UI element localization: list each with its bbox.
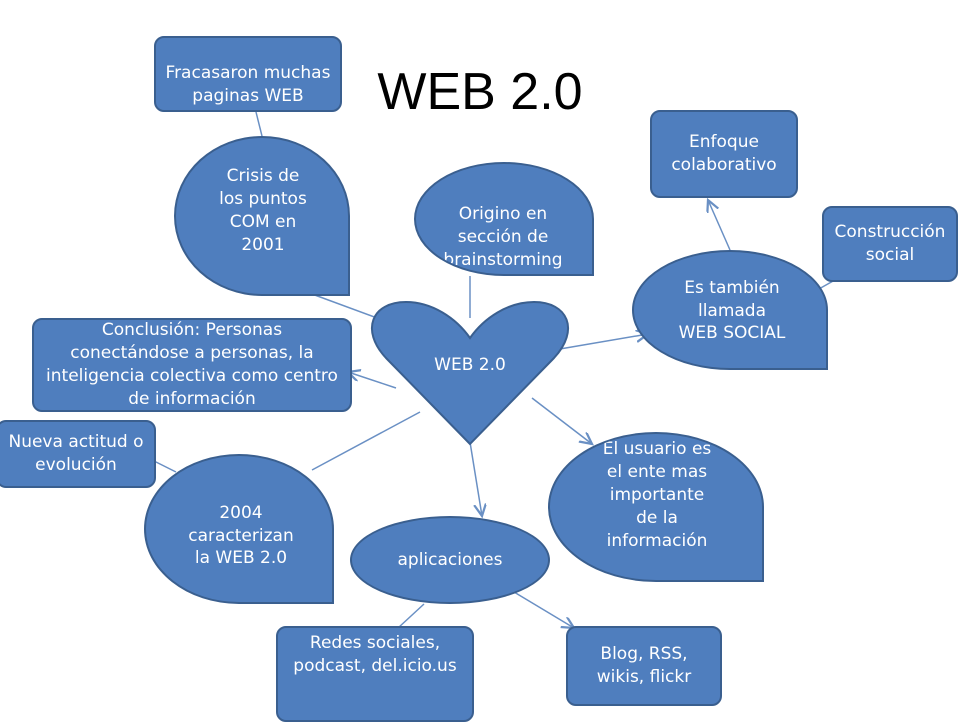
node-usuario: El usuario es el ente mas importante de …: [548, 432, 764, 582]
node-nueva: Nueva actitud o evolución: [0, 420, 156, 488]
node-nueva-text: Nueva actitud o evolución: [8, 432, 144, 475]
connector-heart-tambien: [553, 334, 648, 351]
node-fracasaron: Fracasaron muchas paginas WEB: [154, 36, 342, 112]
node-caracterizan: 2004 caracterizan la WEB 2.0: [144, 454, 334, 604]
node-blog: Blog, RSS, wikis, flickr: [566, 626, 722, 706]
node-conclusion: Conclusión: Personas conectándose a pers…: [32, 318, 352, 412]
node-caracterizan-text: 2004 caracterizan la WEB 2.0: [188, 502, 294, 569]
connector-heart-usuario: [531, 397, 592, 444]
connector-aplicaciones-redes: [397, 603, 425, 629]
node-enfoque: Enfoque colaborativo: [650, 110, 798, 198]
node-tambien: Es también llamada WEB SOCIAL: [632, 250, 828, 370]
connector-heart-caracterizan: [311, 411, 421, 471]
node-crisis: Crisis de los puntos COM en 2001: [174, 136, 350, 296]
node-origino: Origino en sección de brainstorming: [414, 162, 594, 276]
node-aplicaciones-text: aplicaciones: [397, 549, 503, 570]
node-aplicaciones: aplicaciones: [350, 516, 550, 604]
node-enfoque-text: Enfoque colaborativo: [671, 132, 777, 175]
connector-tambien-enfoque: [708, 200, 731, 251]
node-redes: Redes sociales, podcast, del.icio.us: [276, 626, 474, 722]
heart-label: WEB 2.0: [404, 340, 536, 390]
connector-heart-conclusion: [348, 372, 397, 389]
node-fracasaron-text: Fracasaron muchas paginas WEB: [165, 63, 331, 107]
node-construccion: Construcción social: [822, 206, 958, 282]
connector-caracterizan-nueva: [151, 459, 177, 473]
node-redes-text: Redes sociales, podcast, del.icio.us: [293, 633, 457, 676]
node-conclusion-text: Conclusión: Personas conectándose a pers…: [46, 320, 338, 409]
node-crisis-text: Crisis de los puntos COM en 2001: [219, 166, 307, 255]
connector-aplicaciones-blog: [513, 591, 574, 628]
node-construccion-text: Construcción social: [834, 222, 946, 265]
heart-shape: [370, 300, 570, 446]
connector-heart-aplicaciones: [469, 441, 482, 516]
node-usuario-text: El usuario es el ente mas importante de …: [602, 439, 712, 551]
node-blog-text: Blog, RSS, wikis, flickr: [596, 644, 692, 687]
connector-crisis-fracasaron: [255, 111, 263, 137]
heart-text: WEB 2.0: [434, 354, 506, 375]
page-title: WEB 2.0: [377, 63, 583, 121]
node-origino-text: Origino en sección de brainstorming: [443, 204, 563, 271]
node-tambien-text: Es también llamada WEB SOCIAL: [678, 277, 786, 344]
